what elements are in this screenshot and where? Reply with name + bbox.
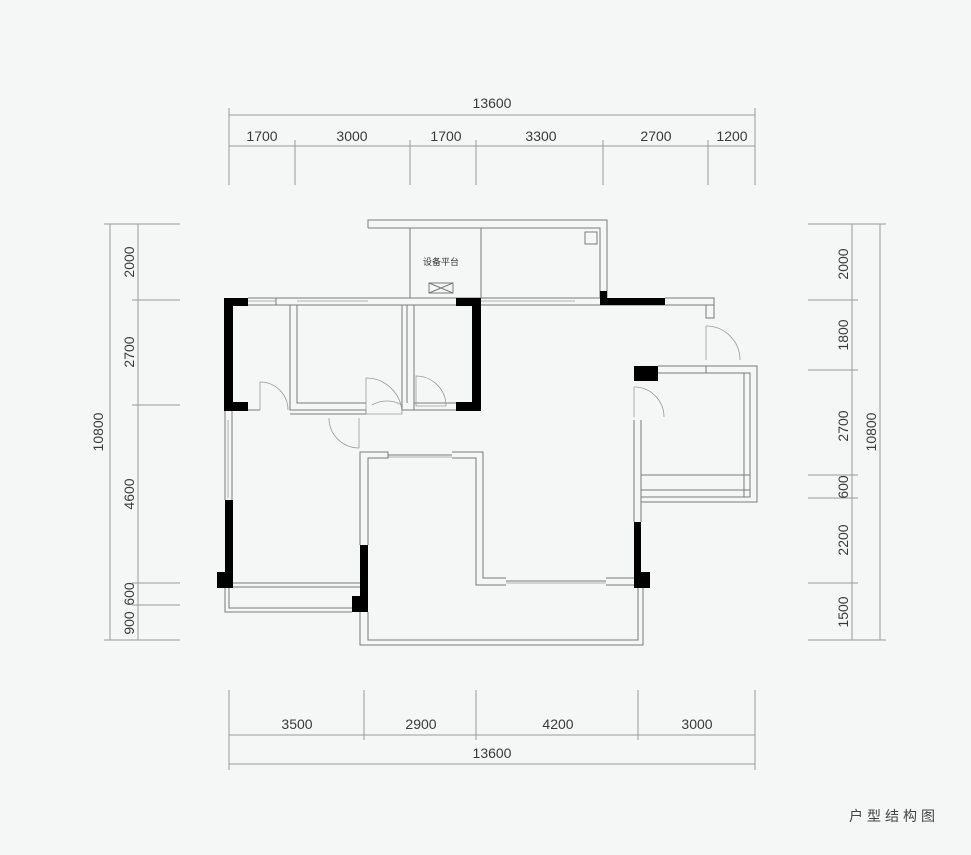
equipment-platform-label: 设备平台: [423, 256, 459, 268]
left-dimension-lines: [104, 223, 180, 641]
bottom-dim-3: 4200: [542, 716, 573, 732]
top-dim-4: 3300: [525, 128, 556, 144]
wall-outlines: [224, 219, 758, 646]
right-dim-5: 2200: [835, 524, 851, 555]
top-dim-1: 1700: [246, 128, 277, 144]
bottom-total-dimension: 13600: [473, 745, 512, 761]
right-dim-2: 1800: [835, 319, 851, 350]
right-dimension-lines: [808, 223, 886, 641]
right-dim-6: 1500: [835, 596, 851, 627]
left-dim-1: 2000: [121, 246, 137, 277]
right-dim-1: 2000: [835, 248, 851, 279]
bottom-dim-1: 3500: [281, 716, 312, 732]
plan-caption: 户型结构图: [849, 809, 939, 825]
load-bearing-walls: [217, 291, 665, 612]
left-dim-5: 900: [121, 611, 137, 635]
left-total-dimension: 10800: [90, 412, 106, 451]
top-dim-3: 1700: [430, 128, 461, 144]
left-dim-4: 600: [121, 582, 137, 606]
top-dimension-lines: [228, 108, 756, 185]
top-total-dimension: 13600: [473, 95, 512, 111]
left-dim-3: 4600: [121, 478, 137, 509]
top-dim-6: 1200: [716, 128, 747, 144]
door-swings: [259, 325, 741, 449]
right-total-dimension: 10800: [863, 412, 879, 451]
bottom-dim-4: 3000: [681, 716, 712, 732]
right-dim-3: 2700: [835, 410, 851, 441]
bottom-dimension-lines: [228, 690, 756, 770]
windows: [227, 300, 606, 584]
left-dim-2: 2700: [121, 336, 137, 367]
top-dim-2: 3000: [336, 128, 367, 144]
right-dim-4: 600: [835, 475, 851, 499]
top-dim-5: 2700: [640, 128, 671, 144]
bottom-dim-2: 2900: [405, 716, 436, 732]
